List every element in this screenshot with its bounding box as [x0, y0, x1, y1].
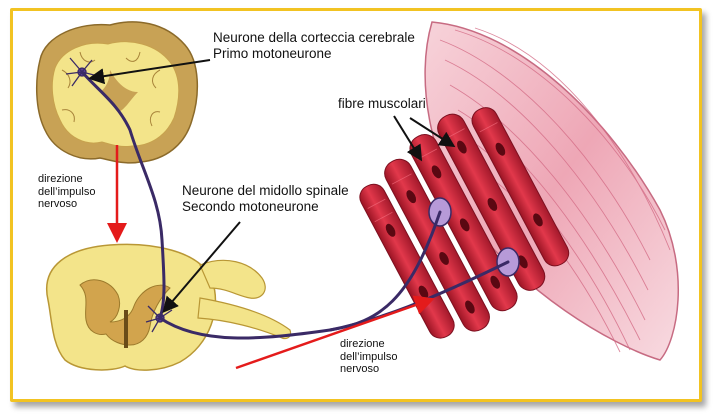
cortex-neuron-subtitle: Primo motoneurone [213, 45, 332, 61]
pointer-fiber-1 [393, 115, 423, 162]
spinal-neuron-subtitle: Secondo motoneurone [182, 198, 319, 214]
spinal-neuron-label: Neurone del midollo spinale Secondo moto… [182, 183, 349, 214]
impulse-direction-label-1: direzione dell’impulso nervoso [38, 173, 95, 211]
pointer-spinal-neuron [162, 221, 241, 314]
cortex-neuron-label: Neurone della corteccia cerebrale Primo … [213, 30, 415, 61]
cortex-neuron-title: Neurone della corteccia cerebrale [213, 30, 415, 45]
impulse-direction-1-line-1: direzione [38, 173, 83, 185]
impulse-direction-2-line-1: direzione [340, 338, 385, 350]
pointer-cortex-neuron [88, 59, 211, 85]
impulse-direction-label-2: direzione dell’impulso nervoso [340, 338, 397, 376]
impulse-direction-2-line-3: nervoso [340, 363, 380, 376]
muscle-bundle [424, 21, 679, 361]
muscle-fibers [359, 107, 570, 339]
brain-section [35, 21, 199, 164]
spinal-cord-section [45, 243, 292, 371]
impulse-direction-1-line-2: dell’impulso [38, 185, 96, 198]
spinal-neuron-title: Neurone del midollo spinale [182, 183, 349, 198]
impulse-arrow-right [235, 295, 435, 370]
pointer-fiber-2 [409, 117, 456, 148]
impulse-direction-1-line-3: nervoso [38, 198, 78, 211]
impulse-direction-2-line-2: dell’impulso [340, 350, 398, 363]
muscle-fibers-label: fibre muscolari [338, 96, 426, 111]
